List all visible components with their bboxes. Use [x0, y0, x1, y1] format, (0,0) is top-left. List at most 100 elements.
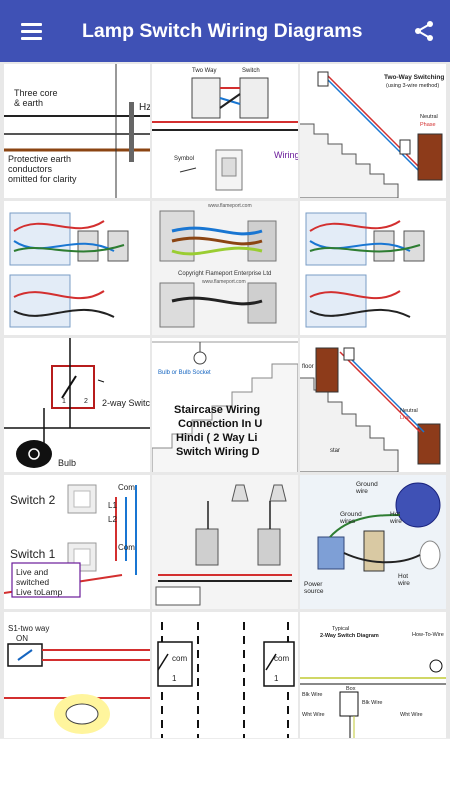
diagram-thumbnail[interactable]: Typical 2-Way Switch Diagram How-To-Wire…: [300, 612, 446, 738]
tile-label: Blk Wire: [302, 692, 323, 698]
tile-label: Box: [346, 686, 356, 692]
tile-label: Com: [118, 483, 135, 492]
wiring-diagram-image: [152, 77, 298, 191]
tile-label: conductors: [8, 164, 53, 174]
tile-label: Connection In U: [178, 418, 263, 430]
tile-label: Symbol: [174, 156, 195, 162]
tile-label: Ground: [356, 481, 378, 488]
diagram-thumbnail[interactable]: [4, 201, 150, 335]
app-bar: Lamp Switch Wiring Diagrams: [0, 0, 450, 62]
tile-label: Live toLamp: [16, 587, 63, 597]
bottom-area: [0, 738, 450, 800]
tile-label: Hz: [139, 102, 150, 113]
tile-label: omitted for clarity: [8, 174, 77, 184]
wiring-diagram-image: [4, 338, 150, 468]
tile-label: ON: [16, 634, 28, 643]
diagram-thumbnail[interactable]: Two-Way Switching (using 3-wire method) …: [300, 64, 446, 198]
tile-label: com: [274, 654, 290, 663]
tile-label: Live: [400, 415, 411, 421]
diagram-thumbnail[interactable]: [152, 475, 298, 609]
tile-label: Neutral: [400, 408, 418, 414]
tile-label: 2-Way Switch Diagram: [320, 633, 379, 639]
diagram-thumbnail[interactable]: Ground wire Ground wires Hot wire Hot wi…: [300, 475, 446, 609]
tile-label: com: [172, 654, 188, 663]
tile-label: www.flameport.com: [208, 203, 252, 209]
tile-label: Switch 1: [10, 547, 56, 561]
tile-label: Hindi ( 2 Way Li: [176, 432, 258, 444]
tile-label: star: [330, 448, 341, 454]
tile-label: Copyright Flameport Enterprise Ltd: [178, 271, 272, 277]
tile-label: Switch Wiring D: [176, 446, 260, 458]
wiring-diagram-image: [4, 484, 137, 598]
tile-label: Typical: [332, 626, 350, 632]
tile-label: Ground: [340, 511, 362, 518]
tile-label: wire: [398, 580, 410, 587]
diagram-thumbnail[interactable]: [300, 201, 446, 335]
diagram-thumbnail[interactable]: S1-two way ON: [4, 612, 150, 738]
wiring-diagram-image: [152, 201, 298, 335]
tile-label: Phase: [420, 122, 436, 128]
tile-label: Protective earth: [8, 154, 72, 164]
tile-label: Com: [118, 543, 135, 552]
wiring-diagram-image: [300, 659, 446, 738]
tile-label: S1-two way: [8, 624, 50, 633]
diagram-thumbnail[interactable]: Two Way Switch Symbol Wiring: [152, 64, 298, 198]
wiring-diagram-image: [300, 347, 441, 472]
tile-label: Power: [304, 581, 323, 588]
diagram-thumbnail[interactable]: Bulb or Bulb Socket Staircase Wiring Con…: [152, 338, 298, 472]
tile-label: Switch: [242, 68, 260, 74]
tile-label: Live and: [16, 567, 49, 577]
tile-label: Bulb: [58, 458, 77, 468]
tile-label: & earth: [14, 98, 44, 108]
app-title: Lamp Switch Wiring Diagrams: [82, 19, 363, 42]
tile-label: Two-Way Switching: [384, 74, 445, 81]
tile-label: www.flameport.com: [202, 279, 246, 285]
diagram-thumbnail[interactable]: 2-way Switc Bulb 1 2: [4, 338, 150, 472]
tile-label: Hot: [390, 511, 401, 518]
tile-label: 1: [274, 674, 279, 683]
menu-button[interactable]: [0, 0, 62, 62]
tile-label: 2: [84, 398, 88, 405]
tile-label: How-To-Wire: [412, 632, 444, 638]
tile-label: (using 3-wire method): [386, 83, 440, 89]
hamburger-menu-icon: [20, 19, 42, 44]
diagram-thumbnail[interactable]: Three core & earth Protective earth cond…: [4, 64, 150, 198]
wiring-diagram-image: [305, 212, 425, 328]
tile-label: floor: [302, 364, 314, 370]
tile-label: Neutral: [420, 114, 438, 120]
tile-label: Hot: [398, 573, 409, 580]
tile-label: Bulb or Bulb Socket: [158, 370, 211, 376]
wiring-diagram-image: [300, 71, 443, 198]
wiring-diagram-image: [9, 212, 129, 328]
tile-label: wires: [340, 518, 356, 525]
wiring-diagram-image: [4, 64, 150, 198]
tile-label: source: [304, 588, 324, 595]
diagram-thumbnail[interactable]: com 1 com 1: [152, 612, 298, 738]
tile-label: 1: [172, 674, 177, 683]
wiring-diagram-image: [152, 341, 298, 472]
tile-label: Three core: [14, 88, 58, 98]
tile-label: Wht Wire: [302, 712, 325, 718]
share-button[interactable]: [404, 11, 444, 51]
tile-label: Staircase Wiring: [174, 404, 261, 416]
tile-label: Switch 2: [10, 493, 56, 507]
tile-label: Two Way: [192, 68, 217, 74]
tile-label: 1: [62, 398, 66, 405]
tile-label: Wiring: [274, 150, 298, 160]
tile-label: Blk Wire: [362, 700, 383, 706]
tile-label: L1: [108, 501, 117, 510]
tile-label: wire: [390, 518, 402, 525]
wiring-diagram-image: [152, 475, 298, 609]
share-icon: [415, 21, 433, 41]
tile-label: switched: [16, 577, 50, 587]
diagram-thumbnail[interactable]: www.flameport.com Copyright Flameport En…: [152, 201, 298, 335]
tile-label: Wht Wire: [400, 712, 423, 718]
wiring-diagram-image: [300, 475, 446, 609]
wiring-diagram-image: [157, 622, 295, 738]
diagram-thumbnail[interactable]: Switch 2 Switch 1 Com Com L1 L2 Live and…: [4, 475, 150, 609]
tile-label: L2: [108, 515, 117, 524]
tile-label: 2-way Switc: [102, 398, 150, 408]
diagram-grid: Three core & earth Protective earth cond…: [0, 62, 450, 738]
wiring-diagram-image: [4, 643, 150, 734]
diagram-thumbnail[interactable]: floor Neutral Live star: [300, 338, 446, 472]
